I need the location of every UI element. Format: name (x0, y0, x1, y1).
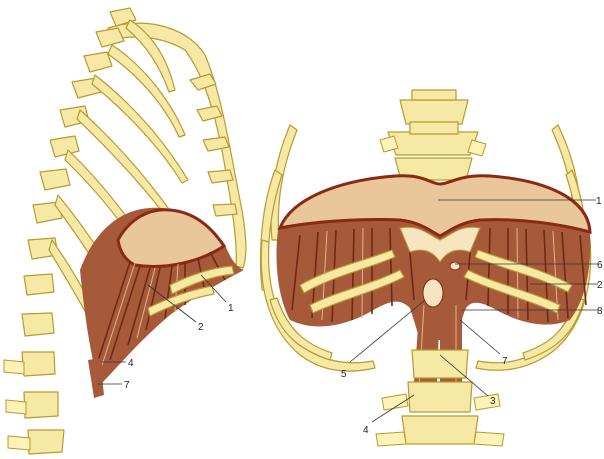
label-right-8: 8 (597, 306, 603, 317)
label-left-4: 4 (128, 358, 134, 369)
label-right-7: 7 (502, 356, 508, 367)
label-left-7: 7 (124, 380, 130, 391)
caval-foramen (450, 262, 460, 270)
diaphragm-left (80, 208, 244, 398)
esophageal-hiatus (423, 279, 443, 307)
label-right-6: 6 (597, 260, 603, 271)
vertebrae-top (380, 90, 486, 180)
label-right-3: 3 (490, 396, 496, 407)
label-right-4: 4 (363, 425, 369, 436)
label-right-5: 5 (341, 369, 347, 380)
label-left-2: 2 (198, 322, 204, 333)
left-lateral-view: 1 2 4 7 (4, 8, 246, 454)
label-left-1: 1 (228, 303, 234, 314)
label-right-1: 1 (596, 196, 602, 207)
label-right-2: 2 (597, 280, 603, 291)
right-anterior-view: 1 6 2 8 5 7 3 4 (261, 90, 603, 446)
